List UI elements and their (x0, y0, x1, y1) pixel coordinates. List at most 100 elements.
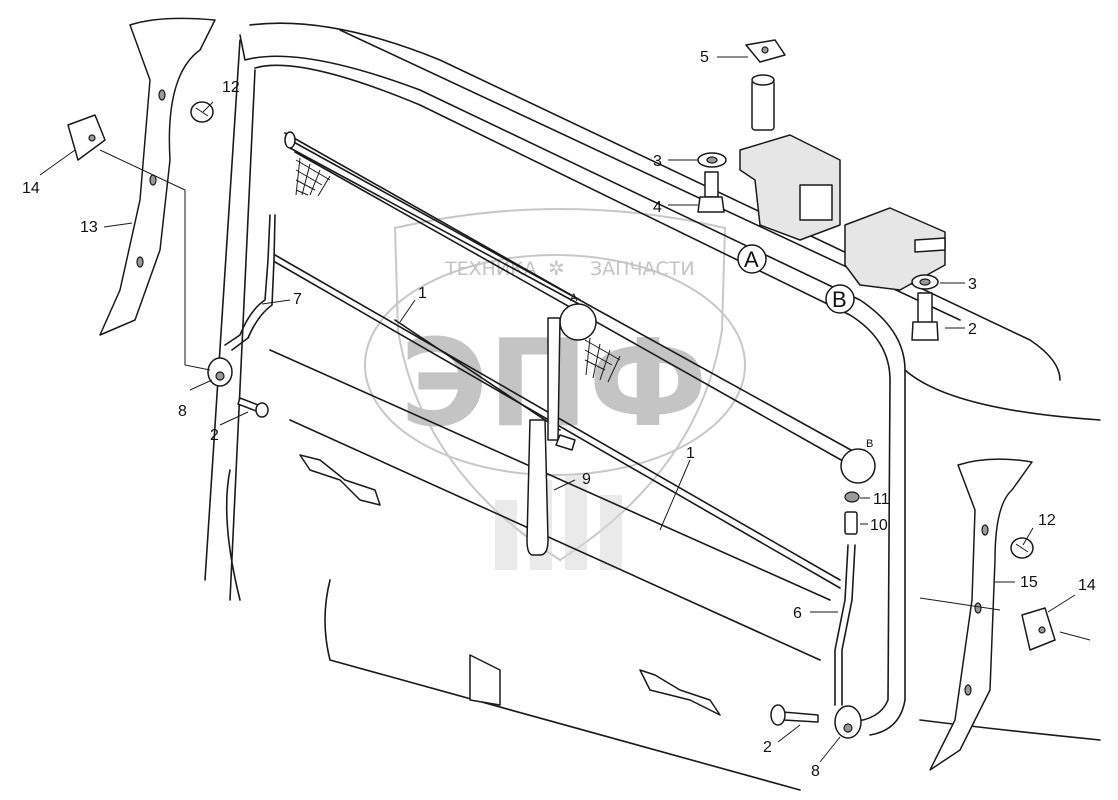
washer-part-11 (844, 491, 860, 503)
spacer-tube-a (751, 79, 775, 131)
dashboard-bracket (469, 654, 501, 706)
hook-part-9 (555, 434, 576, 451)
callout-12-right: 12 (1038, 512, 1056, 529)
callout-13: 13 (80, 219, 98, 236)
mesh-center (584, 337, 621, 383)
callout-14-left: 14 (22, 180, 40, 197)
dashboard-lower (289, 419, 821, 661)
view-a-marker (559, 303, 597, 341)
view-b-label: B (832, 287, 847, 312)
windshield-outer-frame (239, 34, 906, 736)
detail-view-a (697, 39, 841, 241)
screw-part-2-right (782, 711, 819, 723)
cab-body (204, 22, 1101, 791)
screw-part-2-left (237, 397, 259, 412)
watermark-wheat-icon (495, 475, 622, 570)
roof-edge (249, 22, 1061, 381)
callout-1-top: 1 (418, 285, 427, 302)
bracket-block-b-slot (914, 237, 946, 253)
clip-part-14-left (67, 114, 106, 161)
view-b-circle (825, 284, 855, 314)
view-b-marker-label: B (866, 438, 873, 450)
view-a-label: A (744, 247, 759, 272)
callout-1-bottom: 1 (686, 445, 695, 462)
bushing-part-10 (844, 511, 858, 535)
callout-5: 5 (700, 49, 709, 66)
bracket-block-a-opening (799, 184, 833, 221)
callout-11: 11 (873, 491, 890, 508)
callouts: 5 3 4 3 2 12 14 13 7 1 8 2 9 1 11 10 6 2… (22, 49, 1096, 780)
bracket-part-6-b (841, 544, 856, 706)
dashboard-bottom (225, 469, 241, 601)
callout-3-a: 3 (653, 153, 662, 170)
callout-2-left: 2 (210, 427, 219, 444)
bracket-part-7 (224, 214, 271, 346)
callout-2-b: 2 (968, 321, 977, 338)
bolt-part-2-b-head (911, 321, 939, 341)
callout-12-left: 12 (222, 79, 240, 96)
left-cab-edge (204, 39, 241, 581)
clip-part-9 (526, 419, 549, 556)
pillar-trim-part-15 (929, 458, 1033, 771)
watermark-gear-icon: ✲ (548, 256, 565, 280)
washer-3-b-hole (919, 278, 931, 286)
bracket-part-6 (834, 544, 849, 706)
hinge-part-8-right (834, 705, 862, 739)
hinge-hole-right (843, 723, 853, 733)
clip-part-9-b (547, 317, 561, 441)
screw-head-2-right (770, 704, 786, 726)
clip-nut-hole (761, 46, 769, 54)
callout-7: 7 (293, 291, 302, 308)
pillar-r-hole-2 (974, 602, 982, 614)
left-pillar-trim (67, 17, 269, 418)
callout-2-right: 2 (763, 739, 772, 756)
right-pillar-trim (770, 458, 1091, 771)
bolt-part-4-shaft (704, 171, 719, 198)
callout-4: 4 (653, 199, 662, 216)
view-a-circle (737, 244, 767, 274)
pillar-hole-2 (149, 174, 157, 186)
roller-tube-top (284, 132, 581, 301)
detail-view-b (844, 207, 946, 341)
sunshade-assembly: A B (207, 131, 876, 739)
callout-14-right: 14 (1078, 577, 1096, 594)
washer-3-a-hole (706, 156, 718, 164)
pillar-r-hole-3 (964, 684, 972, 696)
watermark-brand-right: ЗАПЧАСТИ (590, 258, 695, 280)
right-cab-lower (919, 719, 1101, 741)
callout-9: 9 (582, 471, 591, 488)
roller-end-cap-left (284, 131, 296, 149)
spacer-tube-a-top (751, 74, 775, 86)
hinge-hole-left (215, 371, 225, 381)
pillar-r-hole-1 (981, 524, 989, 536)
windshield-inner-frame (254, 64, 891, 723)
leader-lines (39, 56, 1076, 763)
screw-head-2-left (255, 402, 269, 418)
clip-14-right-hole (1038, 626, 1046, 634)
mesh-left (295, 157, 331, 197)
view-b-marker (840, 448, 876, 484)
bolt-part-2-b-shaft (917, 292, 933, 324)
dashboard-panel (324, 579, 801, 791)
callout-8-right: 8 (811, 763, 820, 780)
dashboard-top (269, 349, 831, 601)
watermark-oval (364, 254, 746, 476)
view-a-marker-label: A (570, 292, 578, 304)
bracket-part-7-b (231, 214, 276, 351)
right-cab-body (904, 369, 1101, 421)
roller-tube-top-2 (289, 147, 591, 311)
dashboard-handle-right (639, 669, 721, 716)
callout-6: 6 (793, 605, 802, 622)
clip-part-14-right (1021, 607, 1056, 651)
pillar-hole-1 (158, 89, 166, 101)
callout-15: 15 (1020, 574, 1038, 591)
rod-part-1 (394, 319, 561, 431)
dashboard-handle-left (299, 454, 381, 506)
clip-14-left-hole (88, 134, 96, 142)
callout-8-left: 8 (178, 403, 187, 420)
pillar-hole-3 (136, 256, 144, 268)
bolt-part-4-head (697, 196, 725, 213)
callout-10: 10 (870, 517, 888, 534)
callout-3-b: 3 (968, 276, 977, 293)
